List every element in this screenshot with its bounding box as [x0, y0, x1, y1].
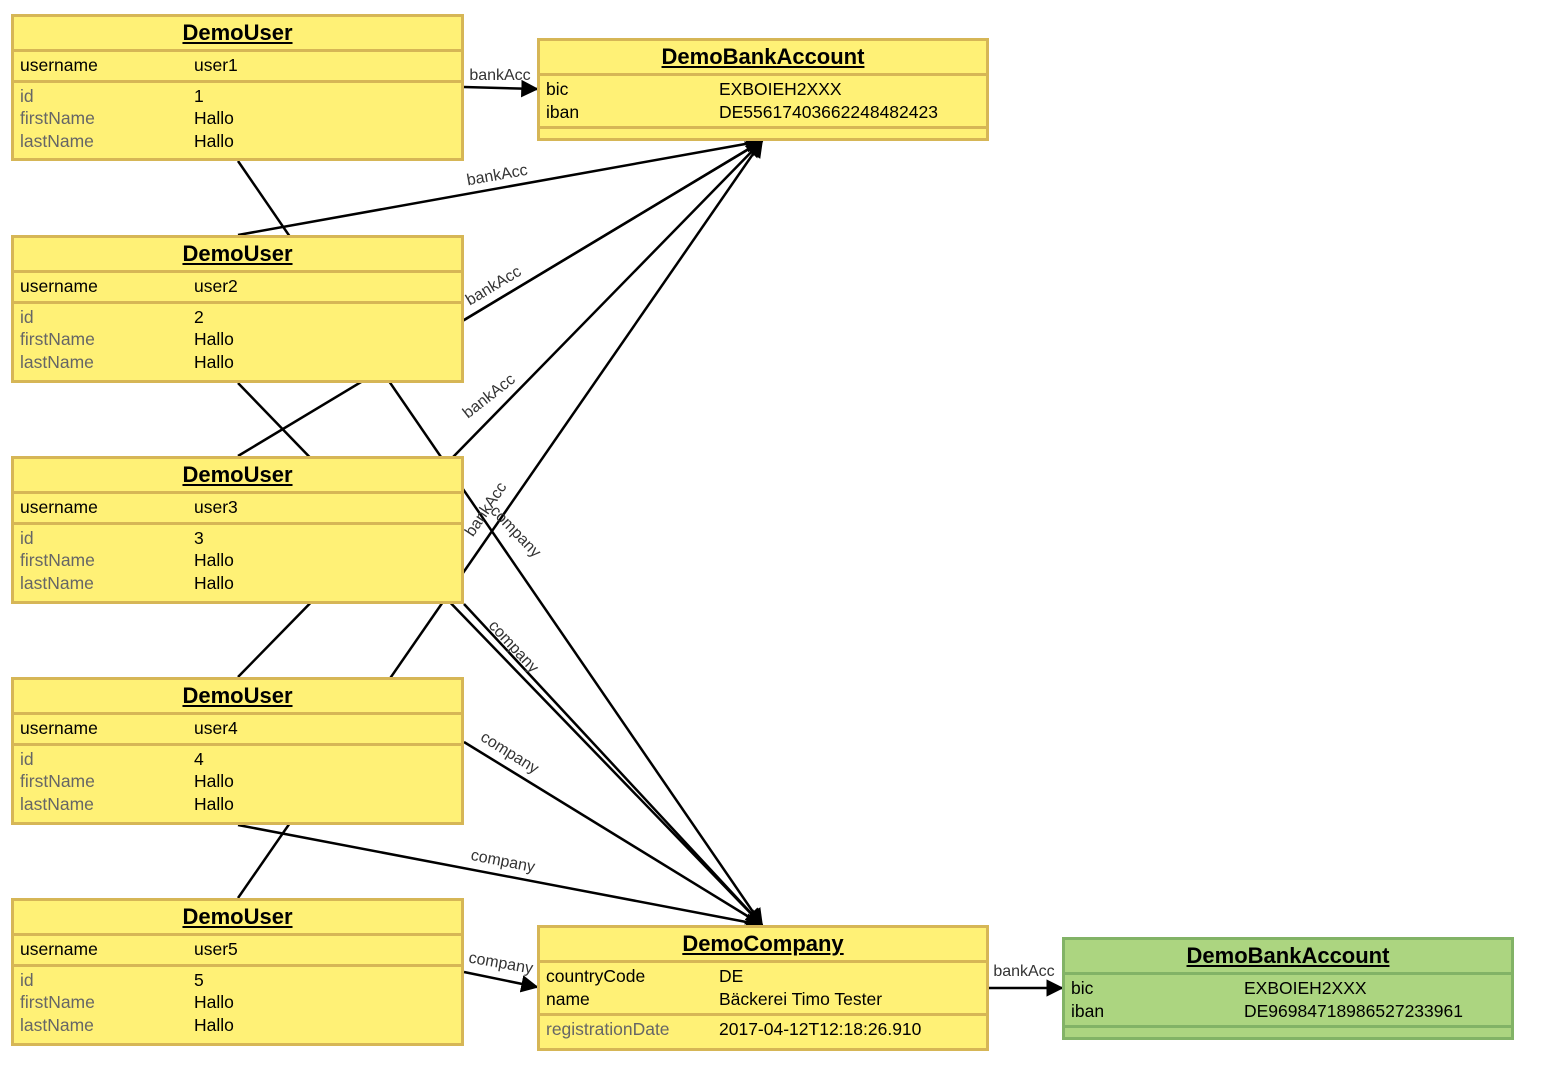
node-title: DemoUser — [14, 459, 461, 494]
edge-user2-bank[interactable] — [237, 135, 764, 237]
node-title: DemoUser — [14, 901, 461, 936]
edge-user1-bank[interactable] — [463, 79, 539, 98]
edge-label: company — [467, 950, 534, 978]
edge-user5-direct-company[interactable] — [463, 970, 539, 993]
node-title: DemoBankAccount — [540, 41, 986, 76]
edge-user4-bank[interactable] — [237, 139, 764, 458]
node-title: DemoBankAccount — [1065, 940, 1511, 975]
node-title: DemoUser — [14, 680, 461, 715]
node-title: DemoUser — [14, 238, 461, 273]
edge-user5-company[interactable] — [237, 823, 764, 931]
edge-user4-company[interactable] — [463, 740, 764, 927]
edge-label: bankAcc — [993, 963, 1054, 980]
edge-label: bankAcc — [469, 67, 530, 84]
node-title: DemoUser — [14, 17, 461, 52]
edge-label: bankAcc — [460, 371, 519, 422]
edge-user3-company[interactable] — [463, 603, 764, 927]
node-title: DemoCompany — [540, 928, 986, 963]
